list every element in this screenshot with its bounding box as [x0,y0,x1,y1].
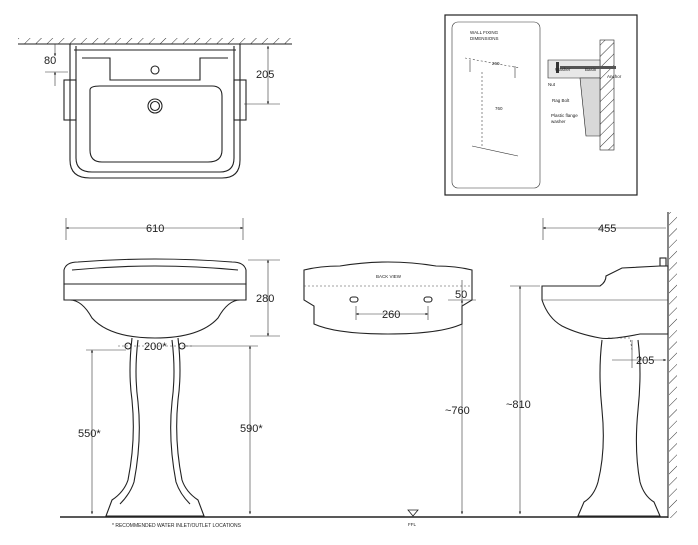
dim-top-80: 80 [44,55,56,67]
ffl-marker-icon [407,509,419,517]
label-rag-bolt: Rag Bolt [552,98,570,103]
left-bracket [63,79,77,121]
pedestal [105,337,205,517]
inset-dim-260: 260 [492,61,500,66]
dim-front-280: 280 [256,293,274,305]
back-view: BACK VIEW 260 50 ~760 [303,261,476,515]
top-view: 80 205 [18,38,292,179]
dim-back-760: ~760 [445,405,470,417]
dim-side-455: 455 [598,223,616,235]
dim-side-205: 205 [636,355,654,367]
inset-dim-760: 760 [495,106,503,111]
side-pedestal [577,339,661,517]
wall-hatch-top [18,38,292,44]
inset-title-1: WALL FIXING [470,30,499,35]
floor-line: FFL * RECOMMENDED WATER INLET/OUTLET LOC… [60,509,668,529]
fixing-slot-right [423,296,433,303]
wall-fixing-inset: WALL FIXING DIMENSIONS 260 760 Washer Ba… [444,14,638,196]
ffl-label: FFL [408,522,416,527]
side-basin-outline [541,265,669,340]
tap-hole [150,65,160,75]
dim-back-260: 260 [382,309,400,321]
side-view: 455 205 ~810 [506,212,677,518]
basin-top-outline [69,44,241,179]
label-basin: Basin [585,67,597,72]
waste-outer [147,98,163,114]
label-plastic-flange-1: Plastic flange [551,113,578,118]
label-nut: Nut [548,82,556,87]
label-washer: Washer [555,67,571,72]
footer-note: * RECOMMENDED WATER INLET/OUTLET LOCATIO… [112,523,242,529]
label-plastic-flange-2: washer [551,119,566,124]
right-bracket [233,79,247,121]
dim-back-50: 50 [455,289,467,301]
dim-front-590: 590* [240,423,263,435]
back-basin-outline [303,261,473,335]
waste-inner [149,100,161,112]
front-basin-rim [63,258,247,285]
bowl-outline [89,85,223,163]
dim-front-610: 610 [146,223,164,235]
back-view-title: BACK VIEW [376,274,402,279]
dim-side-810: ~810 [506,399,531,411]
fixing-slot-left [349,296,359,303]
front-view: 610 200* 280 550* 590* [63,218,280,517]
dim-front-200: 200* [144,341,167,353]
dim-top-205: 205 [256,69,274,81]
label-anchor: Anchor [607,74,622,79]
wall-hatch-side [669,212,677,518]
inset-title-2: DIMENSIONS [470,36,499,41]
dim-front-550: 550* [78,428,101,440]
